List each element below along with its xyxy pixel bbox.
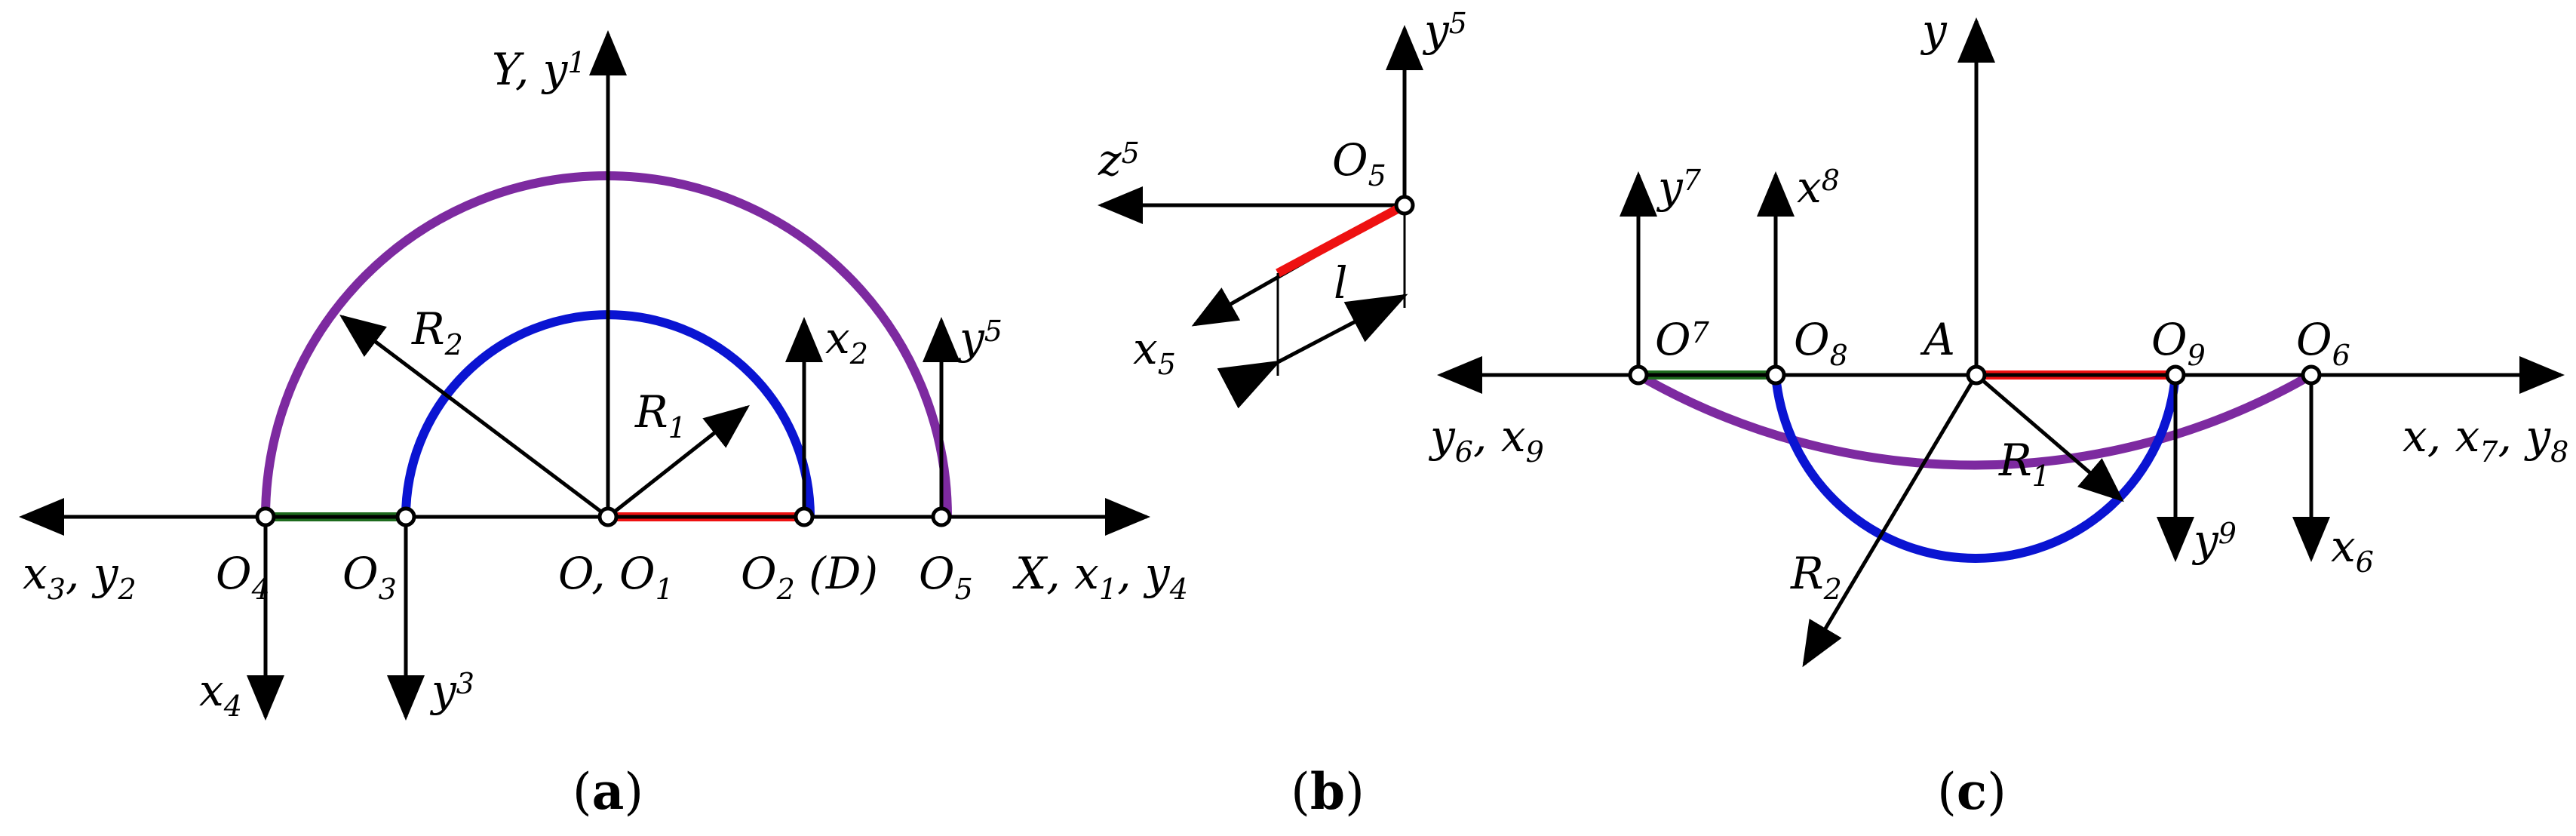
- label-x-x7-y8: x, x7, y8: [2403, 410, 2568, 469]
- point-o5: [931, 506, 952, 527]
- label-o5: O5: [919, 548, 973, 606]
- panel-a: Y, y1 X, x1, y4 x3, y2 R2 R1 x2 y5 O4 O3…: [19, 30, 1188, 821]
- point-o6: [2301, 364, 2322, 386]
- point-o3: [395, 506, 416, 527]
- c-r2-arrow: [1802, 373, 1979, 668]
- label-x-x1-y4: X, x1, y4: [1012, 548, 1188, 606]
- label-x2: x2: [825, 312, 868, 370]
- label-y9: y9: [2191, 515, 2237, 566]
- label-a: A: [1920, 314, 1955, 365]
- label-c-r2: R2: [1790, 548, 1842, 606]
- label-o3: O3: [342, 548, 397, 606]
- label-y6-x9: y6, x9: [1428, 410, 1544, 469]
- label-c-r1: R1: [1998, 435, 2050, 493]
- label-l: l: [1334, 257, 1348, 309]
- r2-arrow: [339, 314, 609, 518]
- caption-a: (a): [573, 762, 643, 821]
- label-o-o1: O, O1: [558, 548, 674, 606]
- dim-arrow-l: [1217, 294, 1408, 409]
- label-c-y: y: [1920, 5, 1948, 56]
- r1-arrow: [606, 404, 750, 518]
- label-x4: x4: [199, 665, 242, 723]
- label-o6: O6: [2296, 314, 2350, 372]
- label-b-o5: O5: [1332, 134, 1386, 192]
- point-o7: [1628, 364, 1649, 386]
- segment-l-red: [1276, 201, 1407, 278]
- label-x5: x5: [1133, 323, 1176, 381]
- point-o5-b: [1394, 195, 1415, 216]
- panel-b: y5 z5 O5 l x5 (b): [1098, 5, 1467, 821]
- panel-c: y y7 x8 O7 O8 A O9 O6 y6, x9 x, x7, y8 R…: [1428, 5, 2568, 821]
- label-y7: y7: [1656, 161, 1702, 213]
- label-r2: R2: [411, 303, 463, 361]
- label-x6: x6: [2331, 521, 2374, 579]
- label-y3: y3: [429, 665, 474, 716]
- point-o8: [1765, 364, 1786, 386]
- point-o9: [2165, 364, 2186, 386]
- inner-arc-blue-c: [1771, 374, 2180, 563]
- label-o2-d: O2 (D): [741, 548, 878, 606]
- point-o2: [794, 506, 815, 527]
- label-o8: O8: [1794, 314, 1848, 372]
- label-o9: O9: [2151, 314, 2206, 372]
- caption-b: (b): [1291, 762, 1365, 821]
- label-o4: O4: [216, 548, 270, 606]
- label-x8: x8: [1797, 161, 1840, 213]
- caption-c: (c): [1937, 762, 2006, 821]
- label-z5: z5: [1098, 134, 1140, 186]
- c-r1-arrow: [1975, 373, 2124, 503]
- label-x3-y2: x3, y2: [23, 548, 137, 606]
- point-a: [1966, 364, 1987, 386]
- label-r1: R1: [634, 386, 686, 444]
- outer-arc-purple-c: [1636, 370, 2313, 470]
- point-o4: [255, 506, 276, 527]
- label-y-y1: Y, y1: [492, 44, 586, 95]
- label-o7: O7: [1655, 314, 1710, 365]
- label-b-y5: y5: [1422, 5, 1467, 56]
- point-o: [597, 506, 619, 527]
- label-y5: y5: [957, 312, 1002, 364]
